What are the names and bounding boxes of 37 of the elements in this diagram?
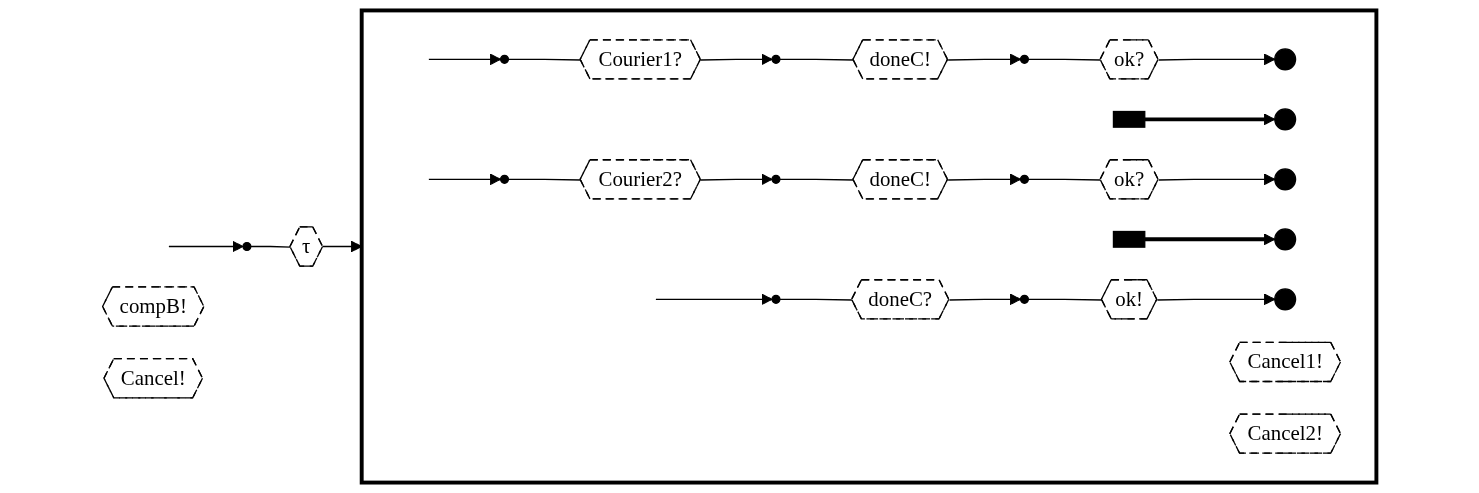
arrow [428, 173, 502, 186]
node-circle [1274, 48, 1297, 71]
connector [1027, 178, 1102, 181]
node-circle [1019, 54, 1030, 64]
cluster [359, 8, 1379, 485]
connector [507, 178, 582, 181]
arrow [1158, 173, 1276, 186]
node-circle [499, 174, 510, 184]
arrow [168, 240, 244, 253]
connector [1027, 58, 1102, 61]
arrow [1158, 53, 1276, 66]
arrow [1144, 233, 1276, 246]
arrow [1156, 293, 1276, 306]
node-circle [771, 174, 781, 184]
connector [1027, 298, 1103, 301]
node-circle [771, 54, 781, 64]
node-bar [1112, 230, 1146, 248]
node-circle [1274, 168, 1297, 191]
node-bar [1112, 110, 1146, 128]
connector [507, 58, 582, 61]
arrow [947, 173, 1022, 186]
arrow [700, 173, 773, 186]
arrow [947, 53, 1022, 66]
node-circle [1019, 174, 1030, 184]
arrow [700, 53, 773, 66]
arrow [428, 53, 502, 66]
connector [779, 298, 853, 301]
arrow [948, 293, 1022, 306]
node-circle [242, 241, 252, 252]
node-circle [1274, 108, 1297, 131]
node-circle [1274, 288, 1297, 311]
node-circle [499, 54, 510, 64]
node-circle [771, 294, 781, 304]
arrow [655, 293, 773, 306]
node-circle [1274, 228, 1297, 251]
node-circle [1019, 294, 1030, 304]
arrow [1144, 113, 1276, 126]
